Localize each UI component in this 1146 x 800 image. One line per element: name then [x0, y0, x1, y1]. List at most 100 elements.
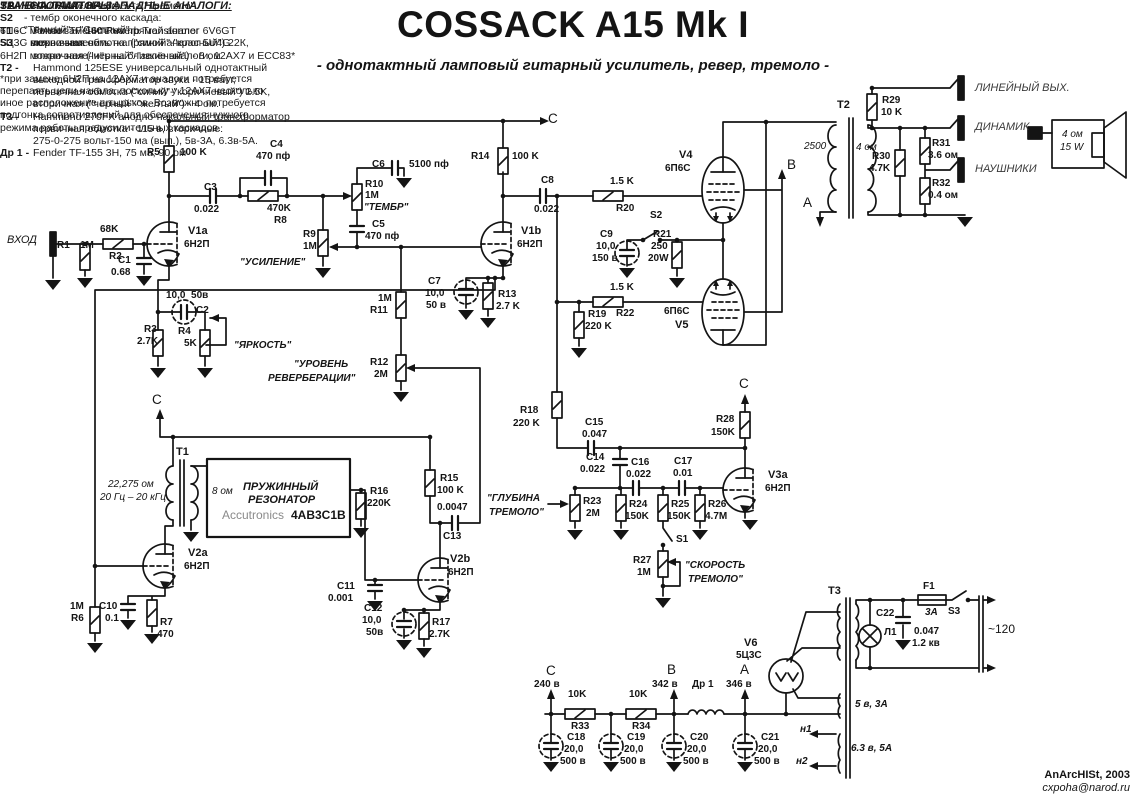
c17-val: 0.01 — [673, 468, 693, 479]
c21-val2: 500 в — [754, 756, 780, 767]
r21-ref: R21 — [653, 229, 672, 240]
input-label: ВХОД — [7, 234, 37, 246]
switch-legend-text: "Тёмный" - "Светлый". — [24, 24, 133, 37]
c7-val1: 10,0 — [425, 288, 445, 299]
c2-val: 10,0 50в — [166, 290, 209, 301]
r6-val: 1M — [70, 601, 84, 612]
s1-ref: S1 — [676, 534, 689, 545]
c9-val2: 150 в — [592, 253, 618, 264]
t3-ref: T3 — [828, 585, 841, 597]
c5-ref: C5 — [372, 219, 385, 230]
r31-ref: R31 — [932, 138, 951, 149]
v1b-type: 6Н2П — [517, 239, 543, 250]
r10-val: 1M — [365, 190, 379, 201]
tank-model: 4АВ3С1В — [291, 508, 346, 522]
tube-replacement-footnote-line-3: иное расположение штырьков. Возможно пот… — [0, 97, 266, 110]
s2-ref: S2 — [650, 210, 663, 221]
psu-c-val: 240 в — [534, 679, 560, 690]
r25-ref: R25 — [671, 499, 690, 510]
transformer-item-2-line-1: Hammond 125ESE универсальный однотактный — [33, 61, 268, 74]
bright-label: "ЯРКОСТЬ" — [234, 340, 292, 351]
tone-label: "ТЕМБР" — [364, 202, 409, 213]
tube-replacement-footnote-line-1: *при замене 6Н2П на 12AX7 и аналоги потр… — [0, 72, 253, 85]
r26-ref: R26 — [708, 499, 727, 510]
gain-label: "УСИЛЕНИЕ" — [240, 257, 306, 268]
c20-ref: C20 — [690, 732, 709, 743]
c8-val: 0.022 — [534, 204, 560, 215]
c12-ref: C12 — [364, 603, 383, 614]
transformers-heading: ТРАНСФОРМАТОРЫ: — [0, 0, 115, 12]
v6-ref: V6 — [744, 637, 758, 649]
credit-email: cxpoha@narod.ru — [1042, 782, 1130, 794]
point-b-psu: B — [667, 662, 677, 677]
r10-ref: R10 — [365, 179, 384, 190]
r5-val: 100 K — [180, 147, 207, 158]
c16-ref: C16 — [631, 457, 650, 468]
c21-ref: C21 — [761, 732, 780, 743]
v2b-type: 6Н2П — [448, 567, 474, 578]
tank-brand: Accutronics — [222, 508, 285, 522]
t2-ref: T2 — [837, 99, 850, 111]
heater1-label: н1 — [800, 724, 812, 735]
tube-replacement-footnote-line-2: перепаять цепи накала, поскольку у 12AX7… — [0, 85, 264, 98]
lamp-ref: Л1 — [884, 627, 897, 638]
r23-val: 2M — [586, 508, 600, 519]
r5-ref: R5 — [147, 147, 160, 158]
c22-ref: C22 — [876, 608, 895, 619]
r33-val: 10K — [568, 689, 587, 700]
c3-val: 0.022 — [194, 204, 220, 215]
c1-ref: C1 — [118, 255, 131, 266]
switch-legend-id: S1 — [0, 0, 13, 12]
c22-val1: 0.047 — [914, 626, 940, 637]
mains-label: ~120 — [988, 622, 1016, 636]
tank-label-2: РЕЗОНАТОР — [248, 494, 316, 506]
v5-ref: V5 — [675, 319, 689, 331]
c21-val1: 20,0 — [758, 744, 778, 755]
transformer-item-2-line-4: вторичная ("чёрный"-"желтый") - 4 ом. — [33, 98, 219, 111]
r20-ref: R20 — [616, 203, 635, 214]
t1-ref: T1 — [176, 446, 189, 458]
r8-ref: R8 — [274, 215, 287, 226]
r26-val: 4.7M — [705, 511, 728, 522]
r32-ref: R32 — [932, 178, 951, 189]
tube-replacement-line-1: 6П6С можно заменить на прямой аналог 6V6… — [0, 25, 236, 38]
c18-val1: 20,0 — [564, 744, 584, 755]
r33-ref: R33 — [571, 721, 590, 732]
r34-ref: R34 — [632, 721, 651, 732]
t1-sec-val: 8 ом — [212, 486, 233, 497]
r7-ref: R7 — [160, 617, 173, 628]
c11-ref: C11 — [337, 581, 355, 592]
r4-ref: R4 — [178, 326, 191, 337]
r17-ref: R17 — [432, 617, 451, 628]
r17-val: 2.7K — [429, 629, 451, 640]
r2-val: 68K — [100, 224, 119, 235]
c4-val: 470 пф — [256, 151, 291, 162]
r30-ref: R30 — [872, 151, 891, 162]
transformer-item-3-line-1: Hammond 270FX анодно-накальный трансформ… — [33, 110, 290, 123]
point-c-trem: C — [739, 376, 749, 391]
r25-val: 150K — [667, 511, 691, 522]
r8-val: 470K — [267, 203, 291, 214]
r1-ref: R1 — [57, 240, 70, 251]
tube-replacement-heading: ЗАМЕНА ЛАМП НА ЗАПАДНЫЕ АНАЛОГИ: — [0, 0, 232, 12]
speaker-val1: 4 ом — [1062, 129, 1083, 140]
transformer-item-lines: Fender TF-155 3Н, 75 ма, 90 ом — [33, 147, 186, 159]
point-c-top: C — [548, 111, 558, 126]
c10-val: 0.1 — [105, 613, 119, 624]
transformer-item-2-line-2: выходной трансформатор звука - 15 ватт, — [33, 74, 236, 87]
tube-replacement-line-3: 6Н2П можно заменить на близкие аналоги, … — [0, 49, 296, 62]
speaker-val2: 15 W — [1060, 142, 1084, 153]
c6-ref: C6 — [372, 159, 385, 170]
revlevel-label-1: "УРОВЕНЬ — [294, 359, 349, 370]
psu-a-val2: 346 в — [726, 679, 752, 690]
c14-val: 0.022 — [580, 464, 606, 475]
c19-val2: 500 в — [620, 756, 646, 767]
r34-val: 10K — [629, 689, 648, 700]
r29-val: 10 K — [881, 107, 903, 118]
point-c-reverb: C — [152, 392, 162, 407]
transformer-item-1-line-2: первичная обмотка ("синий"-"красный") 22… — [33, 37, 249, 50]
c14-ref: C14 — [586, 452, 605, 463]
